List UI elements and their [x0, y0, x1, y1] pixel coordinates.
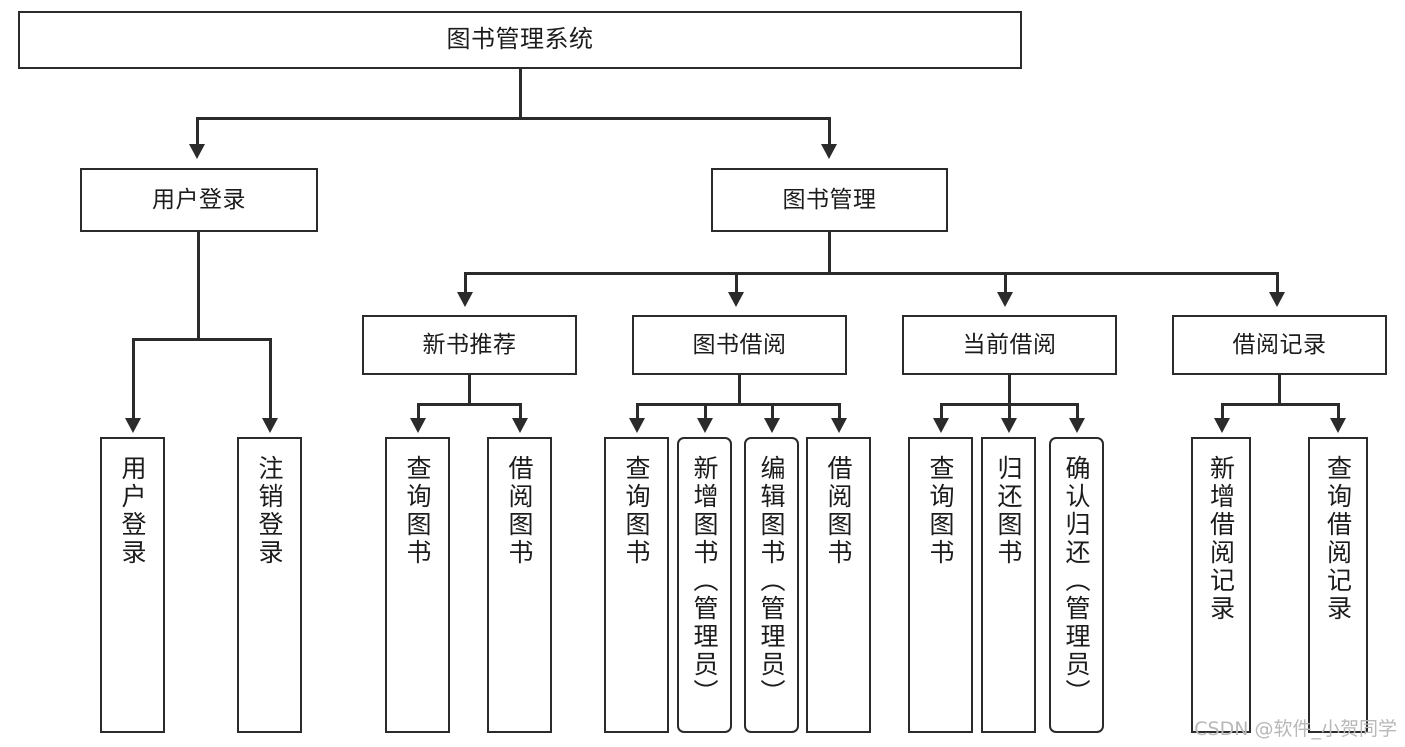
node-label: 用户登录: [152, 186, 246, 213]
node-label: 查询图书: [622, 455, 651, 567]
edge-borrow-to-leaf-1: [704, 403, 707, 421]
arrow-borrow-to-leaf-0: [629, 418, 645, 433]
arrow-root-to-book-manage: [821, 144, 837, 159]
arrow-borrow-to-leaf-2: [764, 418, 780, 433]
node-label: 新增图书（管理员）: [690, 455, 719, 707]
edge-current-trunk: [1008, 375, 1011, 405]
leaf-borrow-edit-book-admin[interactable]: 编辑图书（管理员）: [744, 437, 799, 733]
arrow-borrow-to-leaf-1: [697, 418, 713, 433]
leaf-recommend-borrow-book[interactable]: 借阅图书: [487, 437, 552, 733]
edge-root-trunk: [519, 69, 522, 119]
arrow-current-to-leaf-1: [1001, 418, 1017, 433]
node-label: 图书管理系统: [446, 25, 594, 54]
node-current-borrow[interactable]: 当前借阅: [902, 315, 1117, 375]
arrow-user-login-to-leaf-0: [125, 418, 141, 433]
edge-user-login-bus: [133, 338, 271, 341]
edge-borrow-trunk: [738, 375, 741, 405]
node-label: 用户登录: [118, 455, 147, 567]
node-label: 图书借阅: [692, 331, 787, 358]
node-label: 新书推荐: [422, 331, 517, 358]
edge-record-trunk: [1278, 375, 1281, 405]
arrow-book-manage-to-l3-2: [997, 292, 1013, 307]
arrow-root-to-user-login: [189, 144, 205, 159]
node-root-system[interactable]: 图书管理系统: [18, 11, 1022, 69]
node-label: 归还图书: [994, 455, 1023, 567]
edge-current-to-leaf-2: [1076, 403, 1079, 421]
edge-borrow-to-leaf-2: [771, 403, 774, 421]
edge-record-to-leaf-0: [1221, 403, 1224, 421]
leaf-borrow-borrow-book[interactable]: 借阅图书: [806, 437, 871, 733]
edge-user-login-to-leaf-1: [269, 338, 272, 421]
node-label: 借阅图书: [505, 455, 534, 567]
leaf-user-login-logout[interactable]: 注销登录: [237, 437, 302, 733]
arrow-book-manage-to-l3-1: [728, 292, 744, 307]
arrow-current-to-leaf-0: [933, 418, 949, 433]
edge-record-to-leaf-1: [1337, 403, 1340, 421]
node-label: 查询借阅记录: [1323, 455, 1353, 623]
edge-book-manage-to-l3-0: [464, 272, 467, 294]
node-label: 查询图书: [403, 455, 432, 567]
edge-recommend-to-leaf-1: [519, 403, 522, 421]
arrow-current-to-leaf-2: [1069, 418, 1085, 433]
node-label: 编辑图书（管理员）: [757, 455, 786, 707]
leaf-record-add-record[interactable]: 新增借阅记录: [1191, 437, 1251, 733]
leaf-current-return-book[interactable]: 归还图书: [981, 437, 1036, 733]
edge-borrow-bus: [637, 403, 840, 406]
edge-record-bus: [1222, 403, 1339, 406]
edge-root-to-book-manage: [828, 117, 831, 147]
node-borrow-record[interactable]: 借阅记录: [1172, 315, 1387, 375]
node-label: 确认归还（管理员）: [1062, 455, 1091, 707]
arrow-recommend-to-leaf-0: [410, 418, 426, 433]
node-label: 注销登录: [255, 455, 284, 567]
edge-current-to-leaf-0: [940, 403, 943, 421]
node-user-login[interactable]: 用户登录: [80, 168, 318, 232]
node-book-borrow[interactable]: 图书借阅: [632, 315, 847, 375]
arrow-record-to-leaf-0: [1214, 418, 1230, 433]
node-label: 借阅记录: [1232, 331, 1327, 358]
edge-book-manage-to-l3-3: [1276, 272, 1279, 294]
leaf-current-confirm-return-admin[interactable]: 确认归还（管理员）: [1049, 437, 1104, 733]
node-new-book-recommend[interactable]: 新书推荐: [362, 315, 577, 375]
edge-root-to-user-login: [196, 117, 199, 147]
node-label: 当前借阅: [962, 331, 1057, 358]
edge-current-to-leaf-1: [1008, 403, 1011, 421]
node-label: 图书管理: [782, 186, 877, 213]
leaf-record-query-record[interactable]: 查询借阅记录: [1308, 437, 1368, 733]
leaf-user-login-login[interactable]: 用户登录: [100, 437, 165, 733]
leaf-borrow-add-book-admin[interactable]: 新增图书（管理员）: [677, 437, 732, 733]
edge-recommend-bus: [418, 403, 521, 406]
arrow-book-manage-to-l3-0: [457, 292, 473, 307]
arrow-record-to-leaf-1: [1330, 418, 1346, 433]
edge-user-login-trunk: [197, 232, 200, 340]
edge-recommend-to-leaf-0: [417, 403, 420, 421]
edge-book-manage-bus: [465, 272, 1278, 275]
arrow-borrow-to-leaf-3: [831, 418, 847, 433]
leaf-borrow-query-book[interactable]: 查询图书: [604, 437, 669, 733]
leaf-current-query-book[interactable]: 查询图书: [908, 437, 973, 733]
edge-borrow-to-leaf-0: [636, 403, 639, 421]
edge-book-manage-to-l3-1: [735, 272, 738, 294]
arrow-book-manage-to-l3-3: [1269, 292, 1285, 307]
edge-recommend-trunk: [468, 375, 471, 405]
arrow-recommend-to-leaf-1: [512, 418, 528, 433]
edge-user-login-to-leaf-0: [132, 338, 135, 421]
edge-book-manage-trunk: [828, 232, 831, 274]
edge-root-bus: [197, 117, 831, 120]
edge-book-manage-to-l3-2: [1004, 272, 1007, 294]
arrow-user-login-to-leaf-1: [262, 418, 278, 433]
edge-borrow-to-leaf-3: [838, 403, 841, 421]
node-book-management[interactable]: 图书管理: [711, 168, 948, 232]
node-label: 查询图书: [926, 455, 955, 567]
csdn-watermark: CSDN @软件_小贺同学: [1194, 718, 1397, 740]
node-label: 借阅图书: [824, 455, 853, 567]
node-label: 新增借阅记录: [1206, 455, 1236, 623]
leaf-recommend-query-book[interactable]: 查询图书: [385, 437, 450, 733]
